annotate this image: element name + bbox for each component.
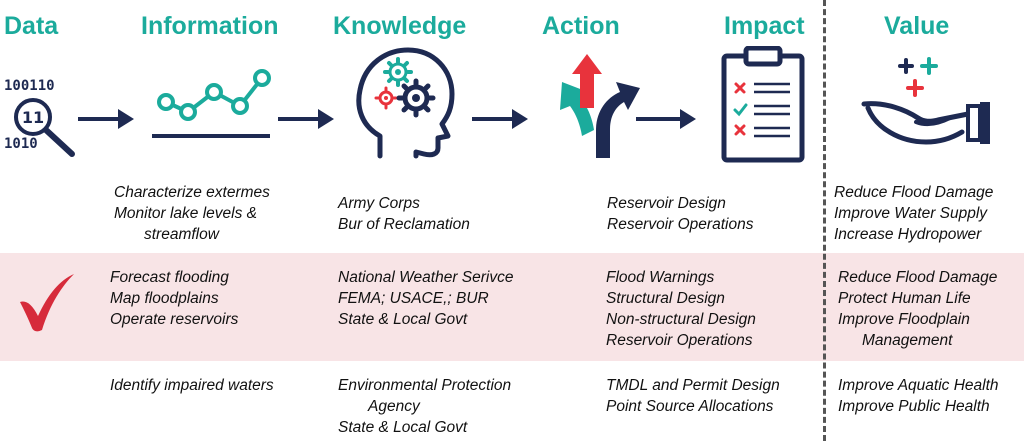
row2-knowledge: National Weather Serivce FEMA; USACE,; B… bbox=[338, 267, 513, 330]
row2-value: Reduce Flood Damage Protect Human Life I… bbox=[838, 267, 997, 351]
row1-knowledge-line: Bur of Reclamation bbox=[338, 216, 470, 233]
stage-data: Data bbox=[4, 12, 59, 40]
row2-information-line: Map floodplains bbox=[110, 290, 219, 307]
stage-knowledge: Knowledge bbox=[333, 12, 467, 40]
row1-value: Reduce Flood Damage Improve Water Supply… bbox=[834, 182, 993, 245]
row3-value-line: Improve Aquatic Health bbox=[838, 377, 999, 394]
flow-arrow-4 bbox=[636, 109, 696, 129]
row3-impact-line: Point Source Allocations bbox=[606, 398, 774, 415]
stage-impact: Impact bbox=[724, 12, 805, 40]
line-graph-icon bbox=[152, 69, 271, 138]
hand-plus-icon bbox=[861, 57, 990, 145]
row1-information-line: streamflow bbox=[144, 226, 219, 243]
binary-line-1: 100110 bbox=[4, 78, 55, 94]
row2-knowledge-line: National Weather Serivce bbox=[338, 269, 514, 286]
row1-value-line: Reduce Flood Damage bbox=[834, 184, 994, 201]
flow-arrow-3 bbox=[472, 109, 528, 129]
stage-information: Information bbox=[141, 12, 279, 40]
navy-gear-icon bbox=[396, 78, 436, 118]
row2-impact-line: Structural Design bbox=[606, 290, 725, 307]
row3-value-line: Improve Public Health bbox=[838, 398, 990, 415]
row1-impact: Reservoir Design Reservoir Operations bbox=[607, 193, 753, 235]
row1-knowledge: Army Corps Bur of Reclamation bbox=[338, 193, 470, 235]
clipboard-checklist-icon bbox=[721, 46, 805, 163]
row3-information: Identify impaired waters bbox=[110, 375, 274, 396]
row3-knowledge-line: Environmental Protection bbox=[338, 377, 512, 394]
row1-knowledge-line: Army Corps bbox=[338, 195, 420, 212]
row2-information: Forecast flooding Map floodplains Operat… bbox=[110, 267, 238, 330]
row3-impact: TMDL and Permit Design Point Source Allo… bbox=[606, 375, 780, 417]
row3-information-line: Identify impaired waters bbox=[110, 377, 274, 394]
teal-gear-icon bbox=[383, 57, 413, 87]
flow-arrow-1 bbox=[78, 109, 134, 129]
row1-value-line: Improve Water Supply bbox=[834, 205, 988, 222]
row1-information: Characterize extermes Monitor lake level… bbox=[114, 182, 270, 245]
row2-value-line: Improve Floodplain bbox=[838, 311, 970, 328]
value-divider bbox=[823, 0, 826, 441]
highlight-band bbox=[0, 253, 1024, 361]
row3-knowledge-line: Agency bbox=[368, 398, 420, 415]
binary-line-3: 1010 bbox=[4, 136, 38, 152]
row2-information-line: Operate reservoirs bbox=[110, 311, 239, 328]
row3-knowledge: Environmental Protection Agency State & … bbox=[338, 375, 511, 438]
row1-impact-line: Reservoir Design bbox=[607, 195, 726, 212]
red-gear-icon bbox=[374, 86, 398, 110]
row1-impact-line: Reservoir Operations bbox=[607, 216, 754, 233]
row1-information-line: Characterize extermes bbox=[114, 184, 270, 201]
row2-impact-line: Reservoir Operations bbox=[606, 332, 753, 349]
data-magnifier-icon: 100110 1010 11 bbox=[4, 78, 75, 157]
checkmark-icon bbox=[20, 274, 74, 332]
row2-knowledge-line: FEMA; USACE,; BUR bbox=[338, 290, 489, 307]
binary-digit: 11 bbox=[22, 108, 44, 127]
row1-value-line: Increase Hydropower bbox=[834, 226, 982, 243]
row2-information-line: Forecast flooding bbox=[110, 269, 229, 286]
flow-arrow-2 bbox=[278, 109, 334, 129]
row1-information-line: Monitor lake levels & bbox=[114, 205, 258, 222]
stage-action: Action bbox=[542, 12, 620, 40]
row2-value-line: Management bbox=[862, 332, 953, 349]
branching-arrows-icon bbox=[560, 54, 640, 158]
row3-impact-line: TMDL and Permit Design bbox=[606, 377, 780, 394]
row2-impact-line: Non-structural Design bbox=[606, 311, 756, 328]
row2-value-line: Protect Human Life bbox=[838, 290, 971, 307]
row3-value: Improve Aquatic Health Improve Public He… bbox=[838, 375, 999, 417]
stage-value: Value bbox=[884, 12, 950, 40]
row2-impact-line: Flood Warnings bbox=[606, 269, 715, 286]
row3-knowledge-line: State & Local Govt bbox=[338, 419, 468, 436]
row2-impact: Flood Warnings Structural Design Non-str… bbox=[606, 267, 756, 351]
head-gears-icon bbox=[356, 47, 455, 159]
row2-value-line: Reduce Flood Damage bbox=[838, 269, 998, 286]
row2-knowledge-line: State & Local Govt bbox=[338, 311, 468, 328]
